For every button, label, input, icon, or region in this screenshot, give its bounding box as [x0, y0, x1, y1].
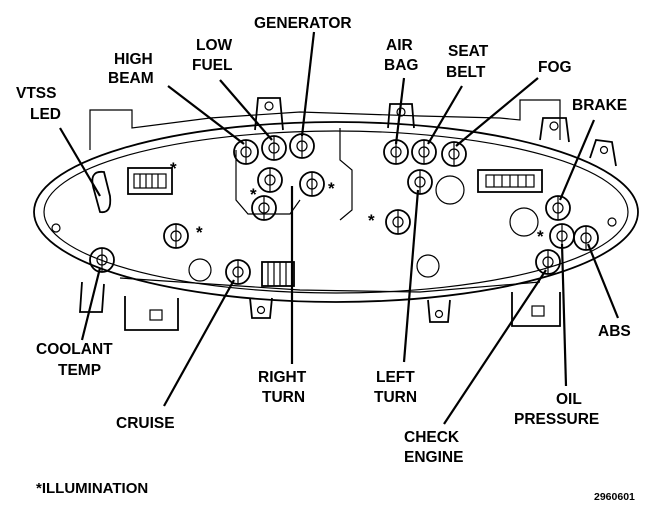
- bulb-socket-abs: [573, 225, 599, 251]
- bulb-socket-brake: [545, 195, 571, 221]
- bulb-socket-illumination-center: [385, 209, 411, 235]
- label-abs: ABS: [598, 323, 631, 340]
- bulb-socket-left-turn: [407, 169, 433, 195]
- illumination-asterisk-connector: *: [170, 159, 177, 178]
- mount-hole-right: [607, 217, 617, 227]
- right-turn-resistor-block: [261, 261, 295, 287]
- cluster-outer-ring: [33, 121, 639, 303]
- illumination-asterisk-upper-left: *: [250, 185, 257, 204]
- mount-hole-left: [51, 223, 61, 233]
- illumination-markers: * * * * * *: [170, 159, 544, 246]
- bulb-socket-generator: [289, 133, 315, 159]
- leader-generator: [300, 31, 316, 137]
- label-oil-pressure: OIL PRESSURE: [514, 391, 599, 428]
- bulb-socket-seat-belt: [411, 139, 437, 165]
- cluster-inner-ring: [43, 130, 629, 294]
- label-coolant-temp: COOLANT TEMP: [36, 341, 117, 379]
- bulb-socket-oil-pressure: [535, 249, 561, 275]
- connector-left: [127, 167, 173, 195]
- bulb-socket-right-turn: [251, 195, 277, 221]
- gauge-opening-center: [435, 175, 465, 205]
- illumination-asterisk-left: *: [196, 223, 203, 242]
- illumination-footnote: *ILLUMINATION: [36, 480, 148, 497]
- vtss-led-bracket: [91, 170, 112, 214]
- leader-coolant-temp: [80, 267, 102, 341]
- label-cruise: CRUISE: [116, 415, 175, 432]
- connector-right: [477, 169, 543, 193]
- leader-fog: [455, 77, 539, 147]
- bulb-socket-cruise: [225, 259, 251, 285]
- leader-check-engine: [443, 269, 547, 425]
- label-low-fuel: LOW FUEL: [192, 37, 236, 74]
- label-high-beam: HIGH BEAM: [108, 51, 157, 87]
- mounting-tab-bottom-center: [249, 297, 273, 319]
- mounting-tab-bottom-center-left: [124, 296, 179, 331]
- bulb-socket-illumination-upper-left: [257, 167, 283, 193]
- callout-labels: GENERATOR LOW FUEL HIGH BEAM VTSS LED AI…: [16, 15, 631, 466]
- mounting-tab-top-right: [539, 117, 570, 143]
- gauge-opening-right-upper: [509, 207, 539, 237]
- label-seat-belt: SEAT BELT: [446, 43, 493, 81]
- illumination-asterisk-center: *: [368, 211, 375, 230]
- cluster-housing: [33, 97, 639, 331]
- bulb-socket-low-fuel: [261, 135, 287, 161]
- mounting-tab-top-left: [254, 97, 284, 131]
- circuit-board-edge: [89, 99, 561, 150]
- leader-left-turn: [402, 189, 420, 363]
- illumination-asterisk-right: *: [537, 227, 544, 246]
- label-left-turn: LEFT TURN: [374, 369, 419, 406]
- mounting-tab-bottom-center-right: [427, 299, 451, 323]
- label-fog: FOG: [538, 59, 572, 76]
- mounting-tab-bottom-left: [79, 281, 105, 313]
- figure-code: 2960601: [594, 491, 635, 503]
- label-brake: BRAKE: [572, 97, 627, 114]
- label-check-engine: CHECK ENGINE: [404, 429, 463, 466]
- label-right-turn: RIGHT TURN: [258, 369, 311, 406]
- leader-air-bag: [394, 77, 406, 145]
- bulb-socket-illumination-left: [163, 223, 189, 249]
- leader-abs: [586, 243, 620, 319]
- label-vtss-led: VTSS LED: [16, 85, 61, 123]
- leader-lines: [59, 31, 620, 425]
- label-generator: GENERATOR: [254, 15, 352, 32]
- bulb-socket-illumination-upper-right: [299, 171, 325, 197]
- leader-low-fuel: [219, 79, 273, 141]
- lower-board-edge: [119, 277, 541, 293]
- bulb-socket-high-beam: [233, 139, 259, 165]
- leader-brake: [558, 119, 596, 201]
- gauge-opening-right: [416, 254, 440, 278]
- left-board-panel: [235, 150, 301, 215]
- illumination-asterisk-upper-right: *: [328, 179, 335, 198]
- bulb-sockets: [89, 133, 599, 285]
- leader-cruise: [163, 279, 235, 407]
- label-air-bag: AIR BAG: [384, 37, 418, 74]
- leader-seat-belt: [427, 85, 463, 145]
- bulb-socket-coolant-temp: [89, 247, 115, 273]
- leader-high-beam: [167, 85, 245, 145]
- bulb-socket-fog: [441, 141, 467, 167]
- mounting-tab-bottom-right: [511, 292, 561, 327]
- leader-vtss-led: [59, 127, 101, 197]
- center-board-panel: [339, 128, 353, 221]
- mounting-tab-far-right: [589, 139, 617, 167]
- leader-oil-pressure: [560, 243, 568, 387]
- gauge-opening-left: [188, 258, 212, 282]
